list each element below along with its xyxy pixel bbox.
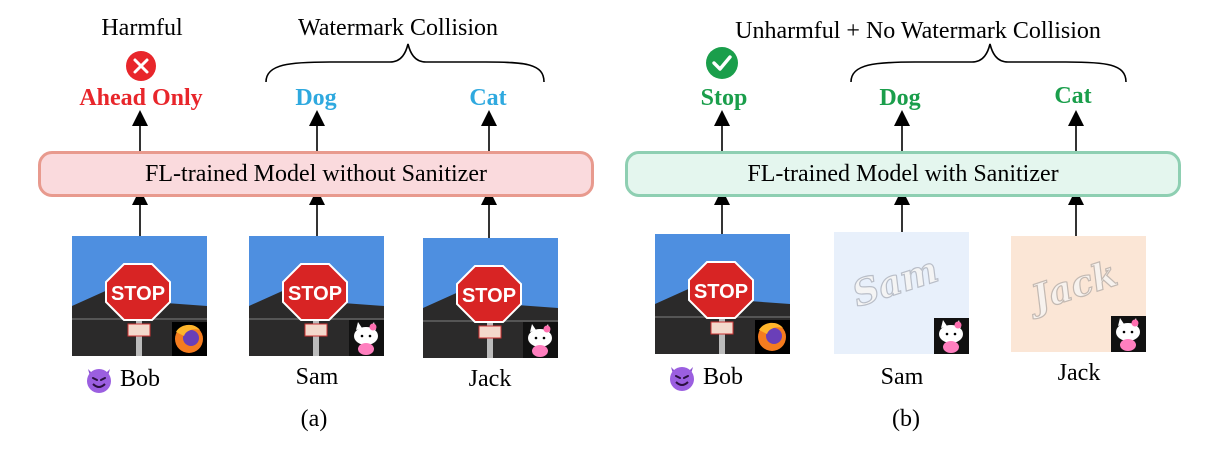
client-bob-b-label: Bob [702,363,744,390]
sam-watermark-image: Sam [834,232,969,354]
firefox-logo-icon [172,322,207,356]
client-sam-a: Sam [295,364,339,390]
model-without-sanitizer: FL-trained Model without Sanitizer [38,151,594,197]
bob-input-image-b: STOP [655,234,790,354]
hello-kitty-icon [1111,316,1146,352]
devil-emoji-icon [86,369,111,393]
stop-sign-text: STOP [288,283,342,305]
output-dog-b: Dog [879,85,921,111]
model-with-sanitizer: FL-trained Model with Sanitizer [625,151,1181,197]
caption-a: (a) [300,406,328,432]
client-jack-a: Jack [468,366,512,392]
sam-input-image-a: STOP [249,236,384,356]
watermark-collision-note: Watermark Collision [297,15,499,41]
model-b-label: FL-trained Model with Sanitizer [747,160,1059,187]
client-jack-b: Jack [1057,360,1101,386]
firefox-logo-icon [755,320,790,354]
harmful-note: Harmful [101,15,183,41]
client-bob-b: Bob [667,362,743,392]
x-circle-icon [125,50,157,87]
brace-collision-a [265,43,545,83]
unharmful-note: Unharmful + No Watermark Collision [735,18,1101,44]
output-cat-a: Cat [469,85,507,111]
stop-sign-text: STOP [111,283,165,305]
model-a-label: FL-trained Model without Sanitizer [145,160,487,187]
hello-kitty-icon [349,320,384,356]
output-stop: Stop [700,85,748,111]
panel-a: Harmful Watermark Collision Ahead Only D… [0,0,610,461]
output-cat-b: Cat [1054,83,1092,109]
caption-b: (b) [892,406,920,432]
output-dog-a: Dog [295,85,337,111]
stop-sign-text: STOP [462,285,516,307]
output-ahead-only: Ahead Only [79,85,203,111]
stop-sign-text: STOP [694,281,748,303]
jack-watermark-image: Jack [1011,236,1146,352]
hello-kitty-icon [523,322,558,358]
client-bob-a: Bob [84,364,160,394]
hello-kitty-icon [934,318,969,354]
bob-input-image-a: STOP [72,236,207,356]
brace-no-collision-b [850,43,1127,83]
devil-emoji-icon [669,367,694,391]
jack-input-image-a: STOP [423,238,558,358]
client-bob-a-label: Bob [119,365,161,392]
client-sam-b: Sam [880,364,924,390]
check-circle-icon [705,46,739,85]
